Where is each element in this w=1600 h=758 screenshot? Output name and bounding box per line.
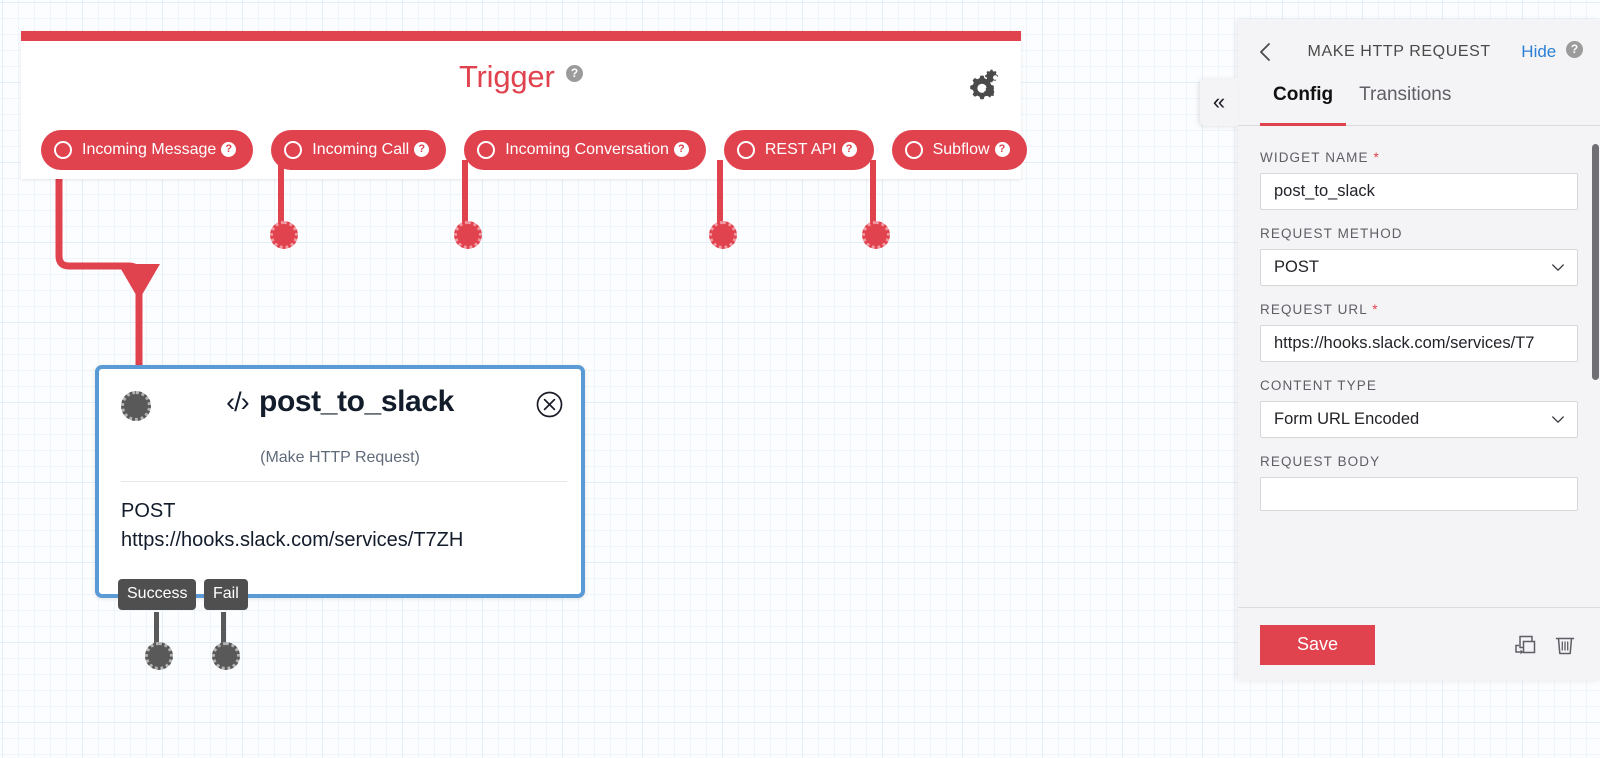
circle-icon [54,141,72,159]
circle-icon [736,141,755,159]
divider [121,481,567,482]
trigger-pills-row: Incoming Message ? Incoming Call ? Incom… [41,130,1027,170]
request-url-input[interactable] [1260,325,1578,362]
tab-config[interactable]: Config [1260,84,1347,126]
field-label-request-body: REQUEST BODY [1260,454,1578,469]
request-body-textarea[interactable] [1260,477,1578,511]
gears-icon[interactable] [963,67,1001,105]
field-label-content-type: CONTENT TYPE [1260,378,1578,393]
trigger-pill-label: Incoming Call [312,141,410,158]
content-type-select[interactable] [1260,401,1578,438]
label-text: REQUEST METHOD [1260,226,1403,241]
widget-config-panel: MAKE HTTP REQUEST Hide ? Config Transiti… [1238,20,1600,681]
hide-panel-button[interactable]: Hide ? [1521,41,1583,62]
widget-input-connector[interactable] [121,391,151,421]
widget-summary-method: POST [121,500,176,522]
chevron-left-icon[interactable] [1255,41,1277,63]
trigger-pill-label: Incoming Message [82,141,217,158]
panel-form: WIDGET NAME * REQUEST METHOD REQUEST URL… [1238,126,1600,607]
transition-stem-fail [221,612,226,650]
connector-stem-incoming-call [278,160,284,226]
connector-stem-rest-api [717,160,723,226]
label-text: REQUEST URL [1260,302,1368,317]
transition-dot-success[interactable] [145,642,173,670]
panel-header: MAKE HTTP REQUEST Hide ? [1238,20,1600,84]
connector-dot-incoming-conversation[interactable] [454,221,482,249]
connector-dot-subflow[interactable] [862,221,890,249]
widget-summary: POST https://hooks.slack.com/services/T7… [121,497,567,555]
widget-header: ‹/› post_to_slack [99,385,581,419]
panel-scrollbar-thumb[interactable] [1592,144,1599,380]
required-marker: * [1373,150,1380,165]
transition-dot-fail[interactable] [212,642,240,670]
widget-type-label: (Make HTTP Request) [260,449,420,466]
label-text: WIDGET NAME [1260,150,1369,165]
trash-icon[interactable] [1552,632,1578,658]
label-text: CONTENT TYPE [1260,378,1377,393]
trigger-pill-rest-api[interactable]: REST API ? [723,130,874,170]
panel-footer: Save [1238,607,1600,681]
trigger-pill-label: Incoming Conversation [505,141,669,158]
panel-title: MAKE HTTP REQUEST [1307,43,1491,60]
transition-stem-success [154,612,159,650]
trigger-help-icon[interactable]: ? [566,64,584,82]
field-label-request-method: REQUEST METHOD [1260,226,1578,241]
page-title: Trigger [458,59,555,94]
double-chevron-left-icon: « [1212,89,1226,114]
widget-name-input[interactable] [1260,173,1578,210]
code-icon: ‹/› [226,386,250,417]
content-type-select-wrap[interactable] [1260,401,1578,438]
help-icon[interactable]: ? [841,141,857,157]
panel-scrollbar[interactable] [1592,126,1599,607]
field-label-widget-name: WIDGET NAME * [1260,150,1578,165]
help-icon[interactable]: ? [221,141,237,157]
trigger-pill-incoming-call[interactable]: Incoming Call ? [271,130,447,170]
request-method-select-wrap[interactable] [1260,249,1578,286]
help-icon[interactable]: ? [673,141,689,157]
transition-tab-success[interactable]: Success [118,579,197,610]
close-circle-icon[interactable] [536,391,563,418]
widget-card-post-to-slack[interactable]: ‹/› post_to_slack (Make HTTP Request) PO… [95,365,585,598]
circle-icon [284,141,303,159]
tab-transitions[interactable]: Transitions [1359,84,1452,105]
connector-stem-incoming-conversation [462,160,468,226]
trigger-pill-incoming-message[interactable]: Incoming Message ? [41,130,254,170]
trigger-pill-label: Subflow [932,141,990,158]
trigger-pill-label: REST API [764,141,837,158]
connector-dot-rest-api[interactable] [709,221,737,249]
field-label-request-url: REQUEST URL * [1260,302,1578,317]
hide-label: Hide [1521,42,1557,61]
trigger-pill-subflow[interactable]: Subflow ? [891,130,1027,170]
trigger-title-row: Trigger ? [21,59,1021,95]
widget-name-label: post_to_slack [259,385,454,418]
circle-icon [904,141,923,159]
circle-icon [477,141,496,159]
help-icon[interactable]: ? [1566,41,1583,59]
help-icon[interactable]: ? [994,141,1010,157]
required-marker: * [1372,302,1379,317]
request-method-select[interactable] [1260,249,1578,286]
save-button[interactable]: Save [1260,624,1375,665]
label-text: REQUEST BODY [1260,454,1381,469]
trigger-card: Trigger ? Incoming Message ? [21,31,1027,179]
connector-stem-subflow [870,160,876,226]
transition-tab-fail[interactable]: Fail [204,579,248,610]
connector-dot-incoming-call[interactable] [270,221,298,249]
duplicate-icon[interactable] [1512,632,1538,658]
help-icon[interactable]: ? [414,141,430,157]
trigger-pill-incoming-conversation[interactable]: Incoming Conversation ? [464,130,706,170]
panel-tabs: Config Transitions [1238,84,1600,126]
widget-summary-url: https://hooks.slack.com/services/T7ZH [121,529,464,551]
collapse-panel-button[interactable]: « [1200,78,1238,126]
